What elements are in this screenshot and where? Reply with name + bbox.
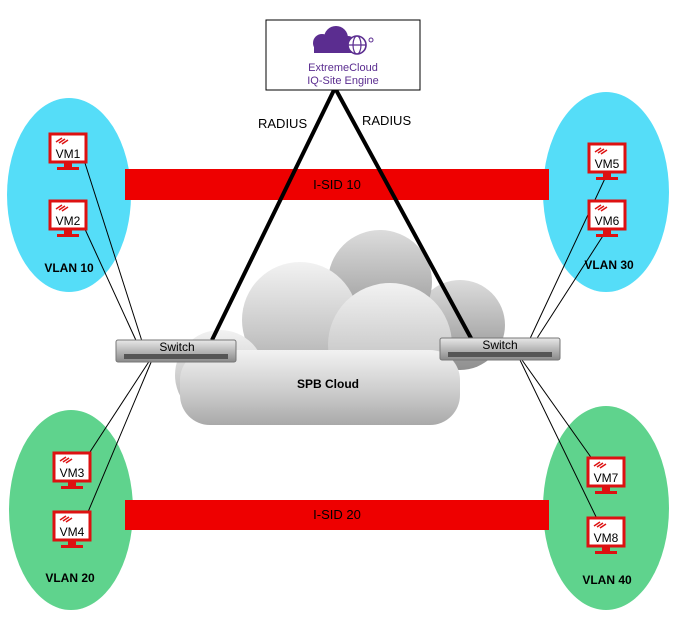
radius-link-left <box>210 87 337 341</box>
vlan40-label: VLAN 40 <box>582 573 632 587</box>
cloud-globe-icon <box>313 26 374 55</box>
vm5-label: VM5 <box>595 157 620 171</box>
vm8-label: VM8 <box>594 531 619 545</box>
vm6-label: VM6 <box>595 214 620 228</box>
vm1: VM1 <box>48 132 88 172</box>
vm-links <box>83 159 609 526</box>
vm2: VM2 <box>48 199 88 239</box>
vm3: VM3 <box>52 451 92 491</box>
vm5: VM5 <box>587 142 627 182</box>
spb-cloud <box>175 230 505 425</box>
server-name-line2: IQ-Site Engine <box>307 75 379 87</box>
vm4: VM4 <box>52 510 92 550</box>
vm8: VM8 <box>586 516 626 556</box>
isid10-bar <box>125 169 549 200</box>
radius-link-right <box>333 87 474 341</box>
vm4-label: VM4 <box>60 525 85 539</box>
switch-left: Switch <box>115 339 237 363</box>
server-name-line1: ExtremeCloud <box>308 62 378 74</box>
vlan20-zone <box>9 410 133 610</box>
isid20-bar <box>125 500 549 530</box>
vm2-label: VM2 <box>56 214 81 228</box>
vlan30-label: VLAN 30 <box>584 258 634 272</box>
vlan20-label: VLAN 20 <box>45 571 95 585</box>
vlan30-zone <box>543 92 669 292</box>
radius-label-left: RADIUS <box>258 116 307 131</box>
vlan40-zone <box>543 406 669 610</box>
vm6: VM6 <box>587 199 627 239</box>
radius-label-right: RADIUS <box>362 113 411 128</box>
vm3-label: VM3 <box>60 466 85 480</box>
spb-cloud-label: SPB Cloud <box>297 377 359 391</box>
vm7-label: VM7 <box>594 471 619 485</box>
vlan10-zone <box>7 98 131 292</box>
switch-right: Switch <box>439 337 561 361</box>
vm7: VM7 <box>586 456 626 496</box>
isid20-label: I-SID 20 <box>313 507 361 522</box>
isid10-label: I-SID 10 <box>313 177 361 192</box>
switch-right-label: Switch <box>482 338 517 352</box>
server-box: ExtremeCloud IQ-Site Engine <box>265 19 421 91</box>
vm1-label: VM1 <box>56 147 81 161</box>
vlan10-label: VLAN 10 <box>44 261 94 275</box>
switch-left-label: Switch <box>159 340 194 354</box>
